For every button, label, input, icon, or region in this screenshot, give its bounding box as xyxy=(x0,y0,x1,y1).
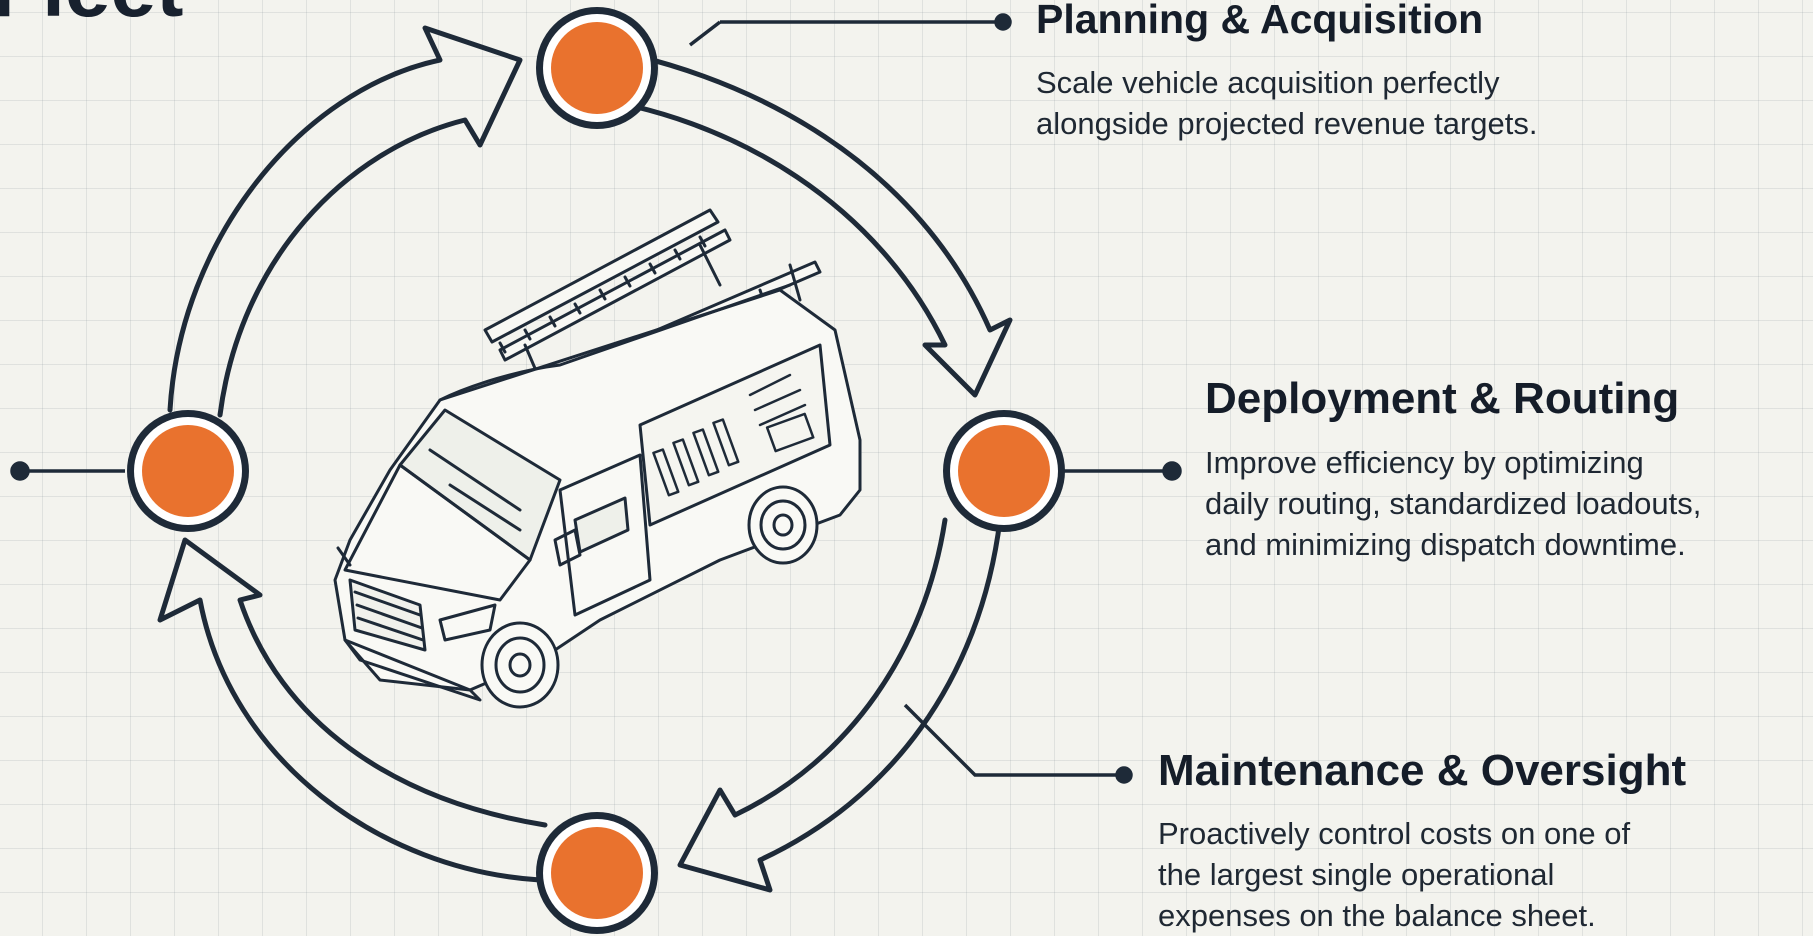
roof-ladder xyxy=(483,208,732,362)
stage-description-planning: Scale vehicle acquisition perfectly alon… xyxy=(1036,62,1538,144)
van-rear-wheel xyxy=(747,485,819,565)
stage-description-deployment: Improve efficiency by optimizing daily r… xyxy=(1205,442,1701,565)
connector-planning-dot xyxy=(994,13,1012,31)
service-van-illustration xyxy=(333,208,862,709)
node-right-dot xyxy=(958,425,1050,517)
connector-deployment-dot xyxy=(1162,461,1182,481)
connector-planning xyxy=(688,20,722,47)
cycle-arrow-bottom-left xyxy=(157,537,548,883)
cycle-arrow-top-left xyxy=(167,25,523,418)
stage-description-line: Improve efficiency by optimizing xyxy=(1205,445,1644,480)
node-top xyxy=(536,7,658,129)
van-front-wheel xyxy=(480,621,560,709)
node-bottom xyxy=(536,812,658,934)
node-bottom-dot xyxy=(551,827,643,919)
cycle-arrow-top-right xyxy=(562,39,1013,398)
stage-heading-maintenance: Maintenance & Oversight xyxy=(1158,746,1687,795)
stage-description-line: Scale vehicle acquisition perfectly xyxy=(1036,65,1500,100)
page-title: Fleet xyxy=(0,0,183,36)
stage-description-line: daily routing, standardized loadouts, xyxy=(1205,486,1702,521)
connector-maintenance-line xyxy=(903,703,1120,777)
stage-description-line: alongside projected revenue targets. xyxy=(1036,106,1538,141)
node-left-dot xyxy=(142,425,234,517)
tool-decals xyxy=(652,373,815,497)
stage-description-line: the largest single operational xyxy=(1158,857,1555,892)
node-left xyxy=(127,410,249,532)
cycle-arrow-bottom-right xyxy=(677,517,1003,893)
stage-description-line: and minimizing dispatch downtime. xyxy=(1205,527,1686,562)
stage-description-maintenance: Proactively control costs on one of the … xyxy=(1158,813,1630,936)
stage-description-line: Proactively control costs on one of xyxy=(1158,816,1631,851)
connector-left-dot xyxy=(10,461,30,481)
node-right xyxy=(943,410,1065,532)
node-top-dot xyxy=(551,22,643,114)
stage-description-line: expenses on the balance sheet. xyxy=(1158,898,1596,933)
stage-heading-deployment: Deployment & Routing xyxy=(1205,374,1680,423)
stage-heading-planning: Planning & Acquisition xyxy=(1036,0,1484,42)
connector-maintenance-dot xyxy=(1115,766,1133,784)
